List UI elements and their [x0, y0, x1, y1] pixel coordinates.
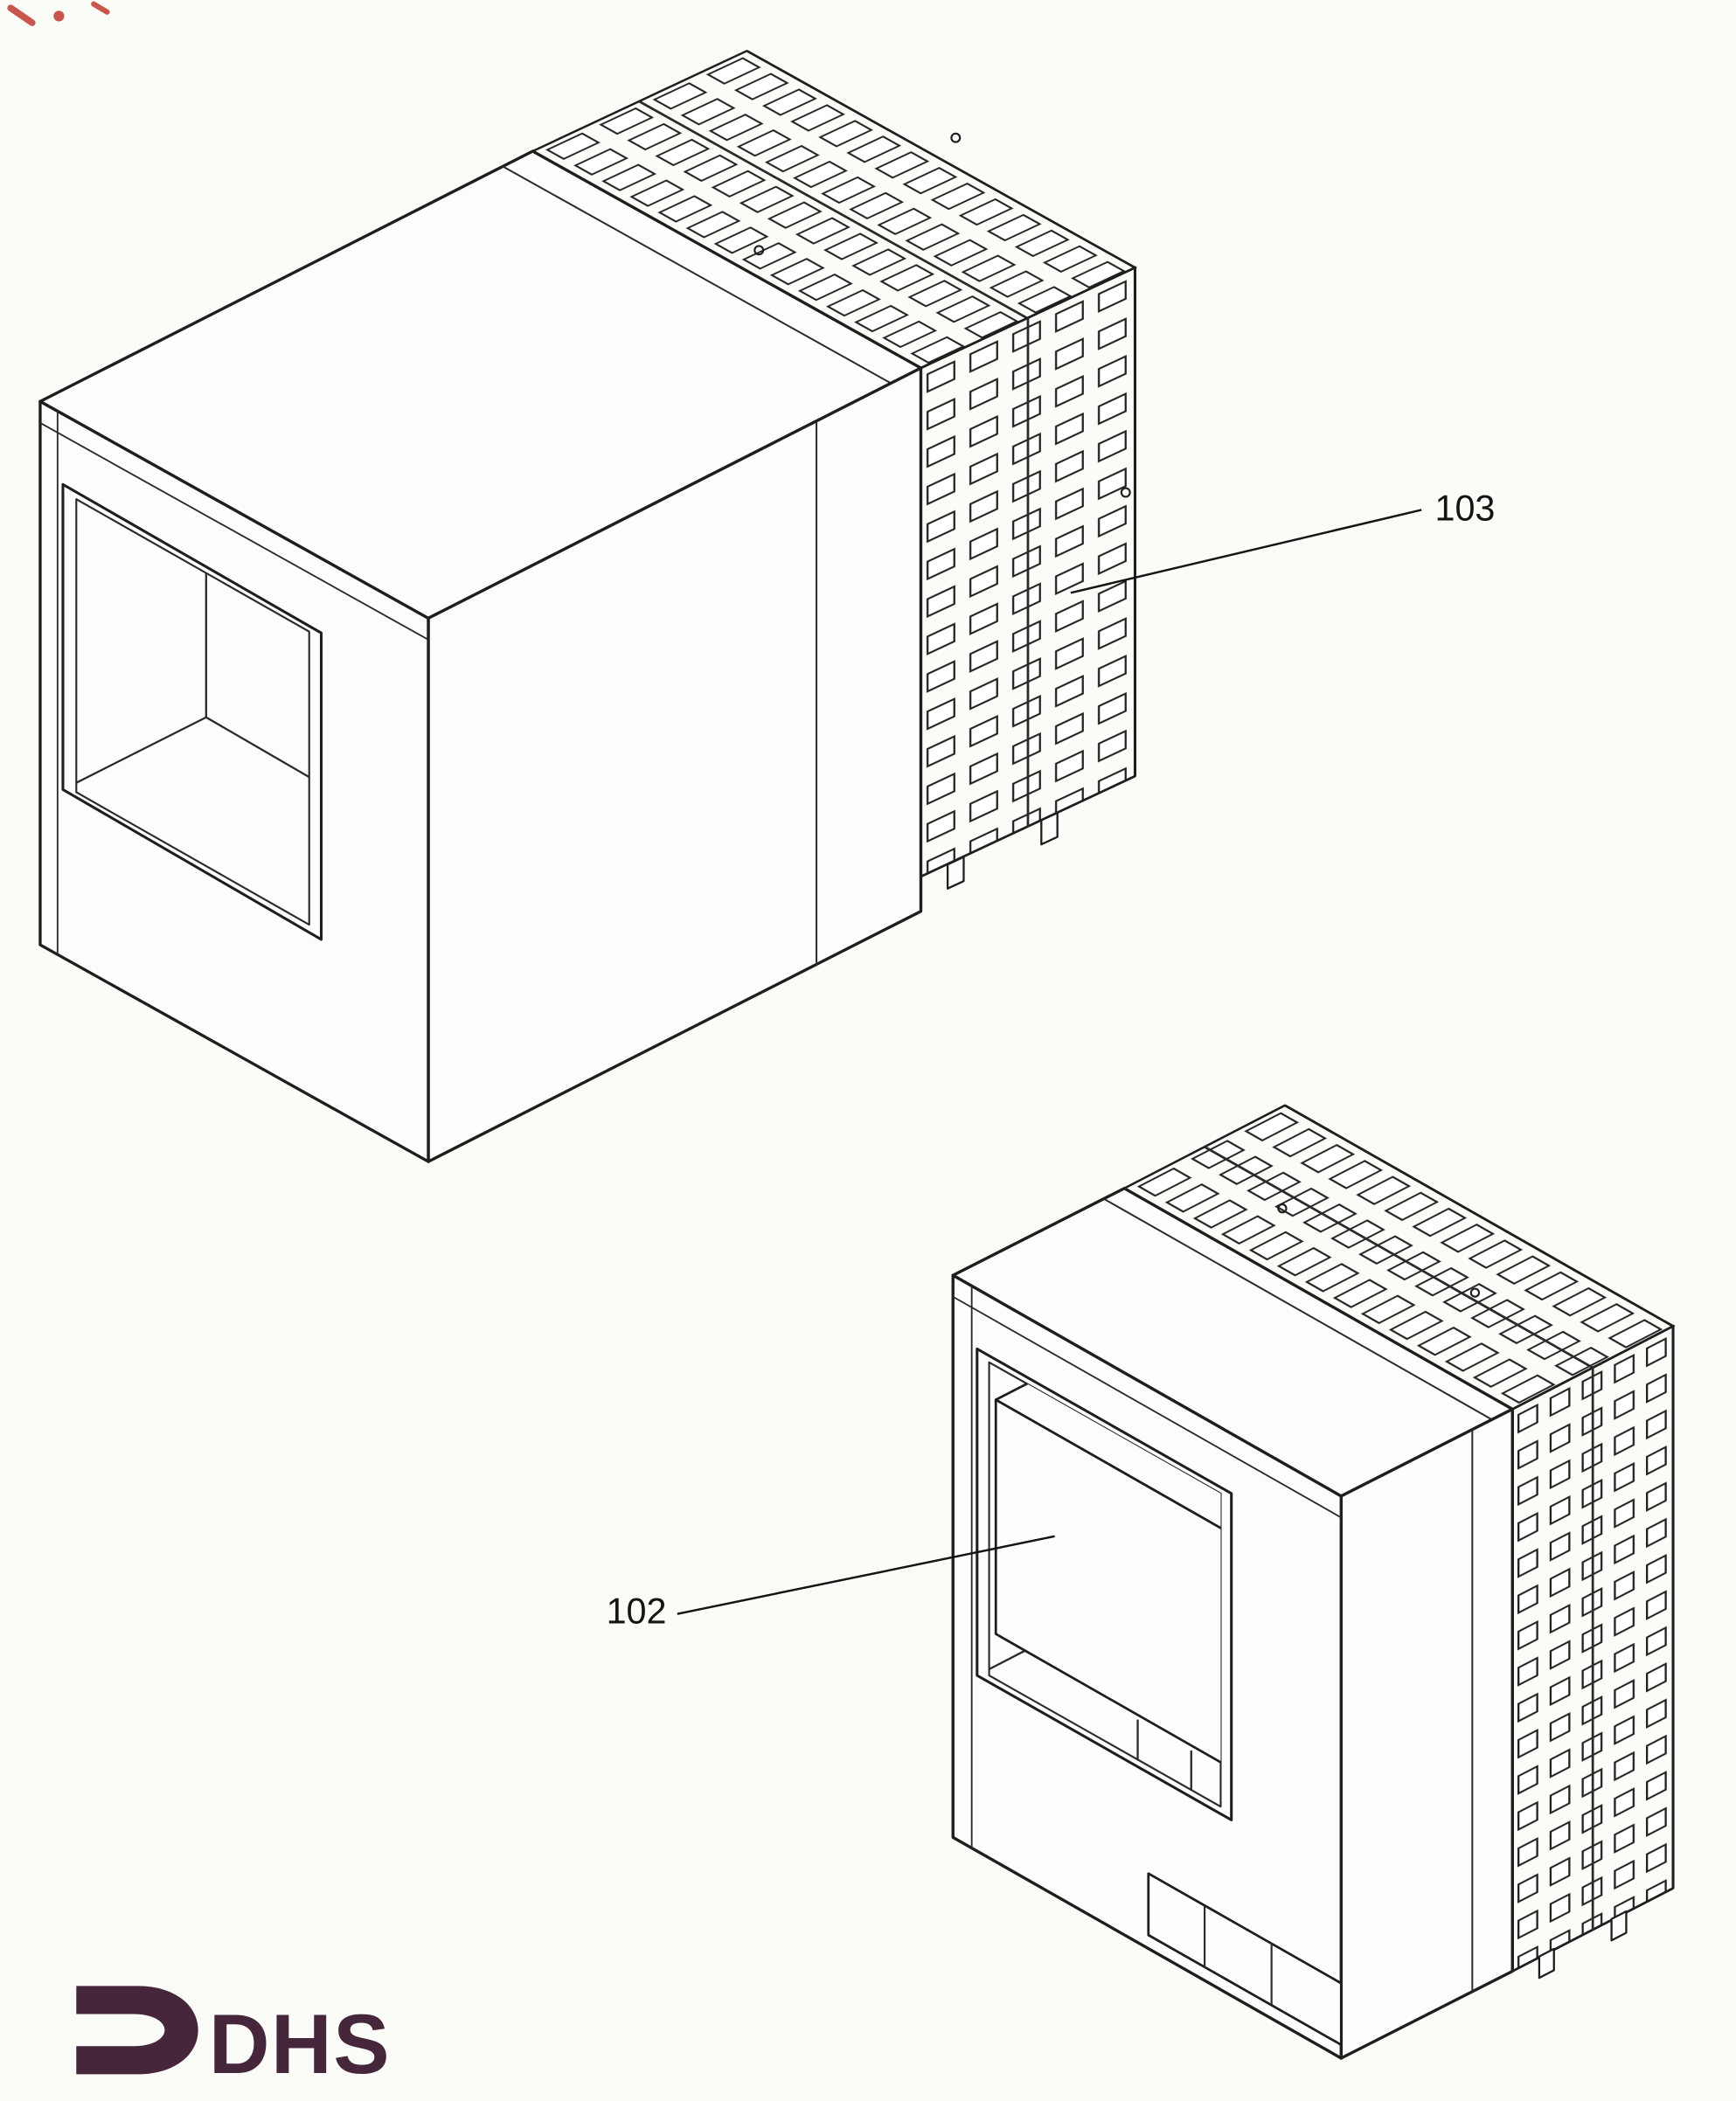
small-unit-hem-lines [952, 1286, 1342, 1848]
grille-top-seam-small [1204, 1146, 1594, 1369]
large-unit-duct-interior [76, 499, 309, 869]
dhs-logo-text: DHS [209, 1998, 391, 2091]
screw-heads-small [1277, 1203, 1481, 1298]
grille-top-seam-large [639, 101, 1029, 320]
large-unit-top-flange-line [501, 165, 891, 384]
large-unit-opening-lip [75, 498, 310, 926]
inner-cell-front-face [994, 1398, 1221, 1765]
callout-103: 103 [1070, 489, 1495, 594]
small-unit-side-face [1339, 1407, 1514, 2060]
dhs-bracket-arrow-icon [76, 1986, 198, 2075]
grille-feet-small [1538, 1910, 1628, 1980]
part-label-102: 102 [607, 1591, 667, 1631]
small-unit-bottom-tray [1147, 1872, 1343, 2047]
large-unit-duct-opening [61, 482, 323, 941]
screw-heads-large [753, 132, 1131, 498]
grille-feet-large [946, 811, 1059, 890]
leader-line-102 [677, 1535, 1055, 1615]
figure-large-unit [38, 50, 1137, 1163]
figure-small-unit [951, 1104, 1676, 2060]
leader-line-103 [1070, 509, 1422, 594]
dhs-logo: DHS [76, 1986, 391, 2091]
small-unit-top-flange-line [1103, 1198, 1493, 1421]
large-unit-hem-lines [39, 411, 429, 954]
callout-102: 102 [607, 1535, 1055, 1631]
part-label-103: 103 [1434, 489, 1495, 529]
scan-artifact-marks [7, 1, 110, 26]
